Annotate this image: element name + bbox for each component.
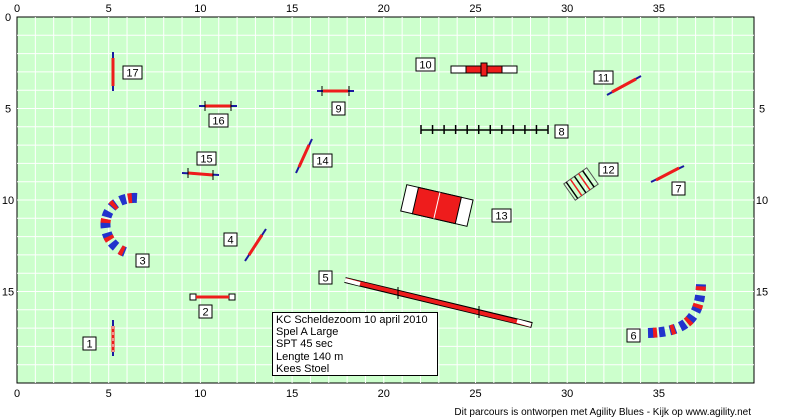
tunnel-3-stripes bbox=[100, 193, 138, 257]
svg-text:4: 4 bbox=[227, 235, 233, 247]
spread-jump-12 bbox=[563, 167, 599, 201]
field-grid bbox=[17, 17, 754, 383]
svg-text:2: 2 bbox=[202, 307, 208, 319]
y-tick-left: 15 bbox=[2, 287, 14, 299]
obstacle-number-5: 5 bbox=[318, 270, 333, 285]
tunnel-6-stripes bbox=[647, 283, 706, 338]
y-tick-left: 10 bbox=[2, 195, 14, 207]
x-tick-top: 25 bbox=[469, 3, 481, 15]
aframe-13 bbox=[400, 184, 474, 227]
x-tick-top: 35 bbox=[653, 3, 665, 15]
x-tick-top: 20 bbox=[378, 3, 390, 15]
svg-text:12: 12 bbox=[602, 165, 614, 177]
info-spt: SPT 45 sec bbox=[276, 338, 333, 351]
obstacle-number-10: 10 bbox=[415, 57, 436, 72]
course-info-box: KC Scheldezoom 10 april 2010 Spel A Larg… bbox=[272, 312, 438, 376]
svg-text:11: 11 bbox=[598, 73, 609, 85]
svg-text:16: 16 bbox=[212, 116, 224, 128]
x-tick-bottom: 0 bbox=[14, 388, 20, 400]
obstacle-number-1: 1 bbox=[82, 336, 97, 351]
obstacle-number-17: 17 bbox=[122, 65, 143, 80]
footer-credit: Dit parcours is ontworpen met Agility Bl… bbox=[454, 407, 751, 418]
x-tick-top: 5 bbox=[106, 3, 112, 15]
x-tick-bottom: 20 bbox=[378, 388, 390, 400]
obstacle-number-8: 8 bbox=[554, 124, 569, 139]
svg-text:5: 5 bbox=[322, 273, 328, 285]
y-tick-left: 0 bbox=[5, 12, 11, 24]
jump-16 bbox=[199, 101, 237, 111]
svg-text:17: 17 bbox=[126, 68, 138, 80]
svg-text:14: 14 bbox=[316, 156, 328, 168]
svg-text:10: 10 bbox=[419, 60, 431, 72]
x-tick-bottom: 10 bbox=[194, 388, 206, 400]
seesaw-10 bbox=[450, 62, 518, 77]
svg-text:3: 3 bbox=[139, 256, 145, 268]
obstacle-number-11: 11 bbox=[593, 70, 614, 85]
info-length: Lengte 140 m bbox=[276, 350, 344, 363]
info-class: Spel A Large bbox=[276, 326, 339, 339]
jump-2 bbox=[189, 293, 236, 301]
y-tick-right: 15 bbox=[756, 287, 768, 299]
x-tick-top: 10 bbox=[194, 3, 206, 15]
obstacle-number-15: 15 bbox=[196, 151, 217, 166]
obstacle-number-3: 3 bbox=[135, 253, 150, 268]
jump-15 bbox=[181, 168, 220, 180]
obstacle-number-9: 9 bbox=[331, 101, 346, 116]
svg-text:13: 13 bbox=[495, 211, 507, 223]
obstacle-number-13: 13 bbox=[491, 208, 512, 223]
svg-text:15: 15 bbox=[200, 154, 212, 166]
x-tick-top: 30 bbox=[561, 3, 573, 15]
obstacle-number-14: 14 bbox=[312, 153, 333, 168]
svg-text:1: 1 bbox=[86, 339, 92, 351]
x-tick-bottom: 5 bbox=[106, 388, 112, 400]
x-tick-top: 15 bbox=[286, 3, 298, 15]
info-judge: Kees Stoel bbox=[276, 362, 330, 375]
jump-9 bbox=[317, 86, 354, 96]
weave-8 bbox=[420, 125, 549, 134]
obstacle-number-12: 12 bbox=[598, 162, 619, 177]
svg-text:8: 8 bbox=[558, 127, 564, 139]
x-tick-bottom: 35 bbox=[653, 388, 665, 400]
dogwalk-5 bbox=[344, 277, 533, 328]
svg-text:6: 6 bbox=[630, 331, 636, 343]
obstacle-number-16: 16 bbox=[208, 113, 229, 128]
jump-11 bbox=[606, 75, 642, 96]
svg-text:9: 9 bbox=[335, 104, 341, 116]
x-tick-bottom: 30 bbox=[561, 388, 573, 400]
svg-text:7: 7 bbox=[675, 184, 681, 196]
x-tick-bottom: 15 bbox=[286, 388, 298, 400]
x-tick-top: 0 bbox=[14, 3, 20, 15]
obstacle-number-2: 2 bbox=[198, 304, 213, 319]
jump-14 bbox=[295, 138, 313, 174]
y-tick-right: 5 bbox=[759, 104, 765, 116]
obstacle-number-4: 4 bbox=[223, 232, 238, 247]
y-tick-left: 5 bbox=[5, 104, 11, 116]
obstacle-number-6: 6 bbox=[626, 328, 641, 343]
x-tick-bottom: 25 bbox=[469, 388, 481, 400]
info-club-date: KC Scheldezoom 10 april 2010 bbox=[276, 314, 428, 326]
jump-7 bbox=[650, 165, 685, 183]
y-tick-right: 10 bbox=[756, 195, 768, 207]
jump-4 bbox=[244, 228, 267, 262]
obstacle-number-7: 7 bbox=[671, 181, 686, 196]
